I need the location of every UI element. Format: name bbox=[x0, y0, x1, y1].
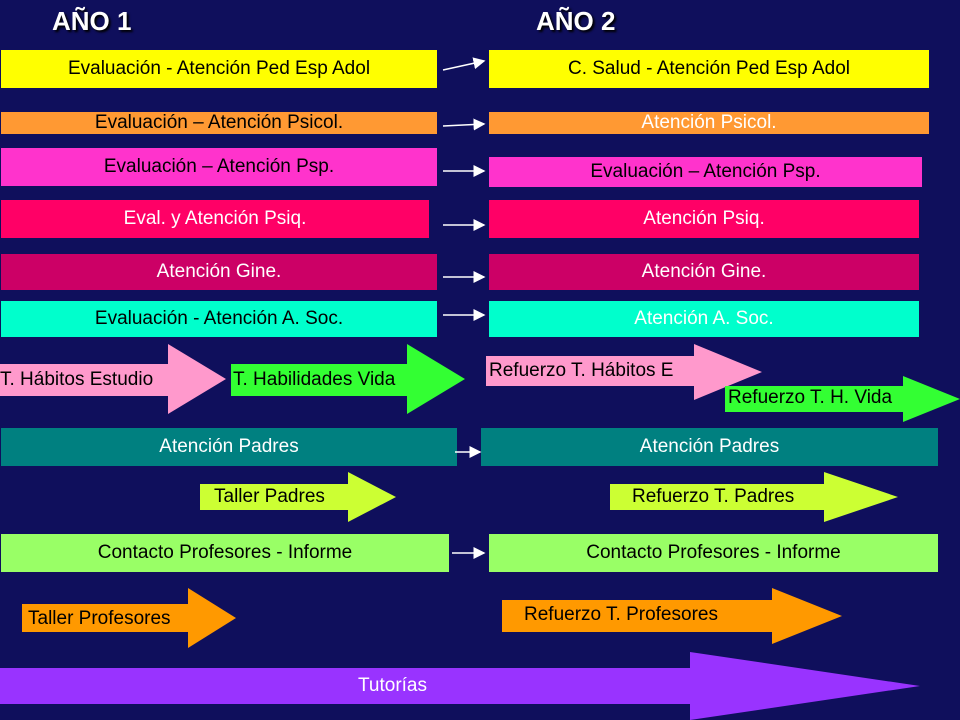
arrow-refuerzo-vida: Refuerzo T. H. Vida bbox=[725, 376, 960, 422]
arrow-refuerzo-profesores: Refuerzo T. Profesores bbox=[502, 588, 842, 644]
arrow-label-taller-padres: Taller Padres bbox=[214, 486, 325, 507]
connector-arrow-2 bbox=[442, 118, 486, 131]
right-box-soc: Atención A. Soc. bbox=[489, 301, 919, 337]
left-box-profesores: Contacto Profesores - Informe bbox=[1, 534, 449, 572]
arrow-label-tutorias: Tutorías bbox=[358, 675, 427, 696]
year1-header: AÑO 1 bbox=[52, 6, 132, 36]
arrow-refuerzo-habitos: Refuerzo T. Hábitos E bbox=[486, 344, 762, 400]
arrow-label-ref-padres: Refuerzo T. Padres bbox=[632, 486, 795, 507]
arrow-label-taller-prof: Taller Profesores bbox=[28, 608, 171, 629]
year2-header: AÑO 2 bbox=[536, 6, 616, 36]
arrow-taller-padres: Taller Padres bbox=[200, 472, 396, 522]
arrow-label-ref-vida: Refuerzo T. H. Vida bbox=[728, 387, 893, 408]
right-box-padres: Atención Padres bbox=[481, 428, 938, 466]
right-box-psicol: Atención Psicol. bbox=[489, 112, 929, 134]
left-box-psp: Evaluación – Atención Psp. bbox=[1, 148, 437, 186]
left-box-psiq: Eval. y Atención Psiq. bbox=[1, 200, 429, 238]
arrow-tutorias: Tutorías bbox=[0, 652, 920, 720]
arrow-label-habitos: T. Hábitos Estudio bbox=[0, 369, 154, 390]
arrow-taller-profesores: Taller Profesores bbox=[22, 588, 236, 648]
right-box-ped-esp: C. Salud - Atención Ped Esp Adol bbox=[489, 50, 929, 88]
left-box-ped-esp: Evaluación - Atención Ped Esp Adol bbox=[1, 50, 437, 88]
arrow-habilidades-vida: T. Habilidades Vida bbox=[231, 344, 465, 414]
left-box-psicol: Evaluación – Atención Psicol. bbox=[1, 112, 437, 134]
arrow-habitos-estudio: T. Hábitos Estudio bbox=[0, 344, 226, 414]
right-box-gine: Atención Gine. bbox=[489, 254, 919, 290]
right-box-profesores: Contacto Profesores - Informe bbox=[489, 534, 938, 572]
left-box-gine: Atención Gine. bbox=[1, 254, 437, 290]
arrow-label-ref-habitos: Refuerzo T. Hábitos E bbox=[489, 360, 674, 381]
connector-arrow-1 bbox=[442, 57, 486, 71]
right-box-psiq: Atención Psiq. bbox=[489, 200, 919, 238]
right-box-psp: Evaluación – Atención Psp. bbox=[489, 157, 922, 187]
left-box-padres: Atención Padres bbox=[1, 428, 457, 466]
arrow-label-habilidades: T. Habilidades Vida bbox=[233, 369, 396, 390]
arrow-refuerzo-padres: Refuerzo T. Padres bbox=[610, 472, 898, 522]
arrow-label-ref-prof: Refuerzo T. Profesores bbox=[524, 604, 718, 625]
left-box-soc: Evaluación - Atención A. Soc. bbox=[1, 301, 437, 337]
